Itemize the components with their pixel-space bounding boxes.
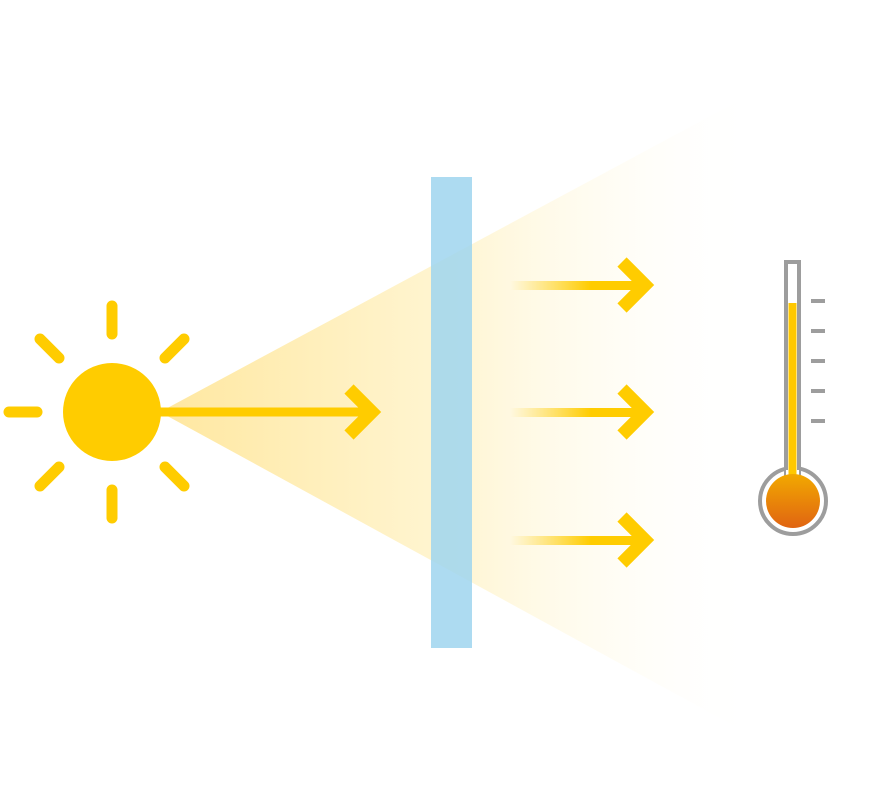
transmitted-arrow bbox=[510, 257, 655, 313]
thermometer-icon bbox=[758, 260, 828, 536]
incoming-arrow bbox=[160, 384, 382, 440]
sun-icon bbox=[3, 300, 190, 524]
transmitted-arrows bbox=[510, 257, 655, 568]
transmitted-arrow bbox=[510, 384, 655, 440]
thermometer-fill bbox=[788, 303, 797, 483]
transmitted-arrow bbox=[510, 512, 655, 568]
thermometer-ticks bbox=[811, 299, 825, 423]
glass-pane bbox=[431, 177, 472, 648]
